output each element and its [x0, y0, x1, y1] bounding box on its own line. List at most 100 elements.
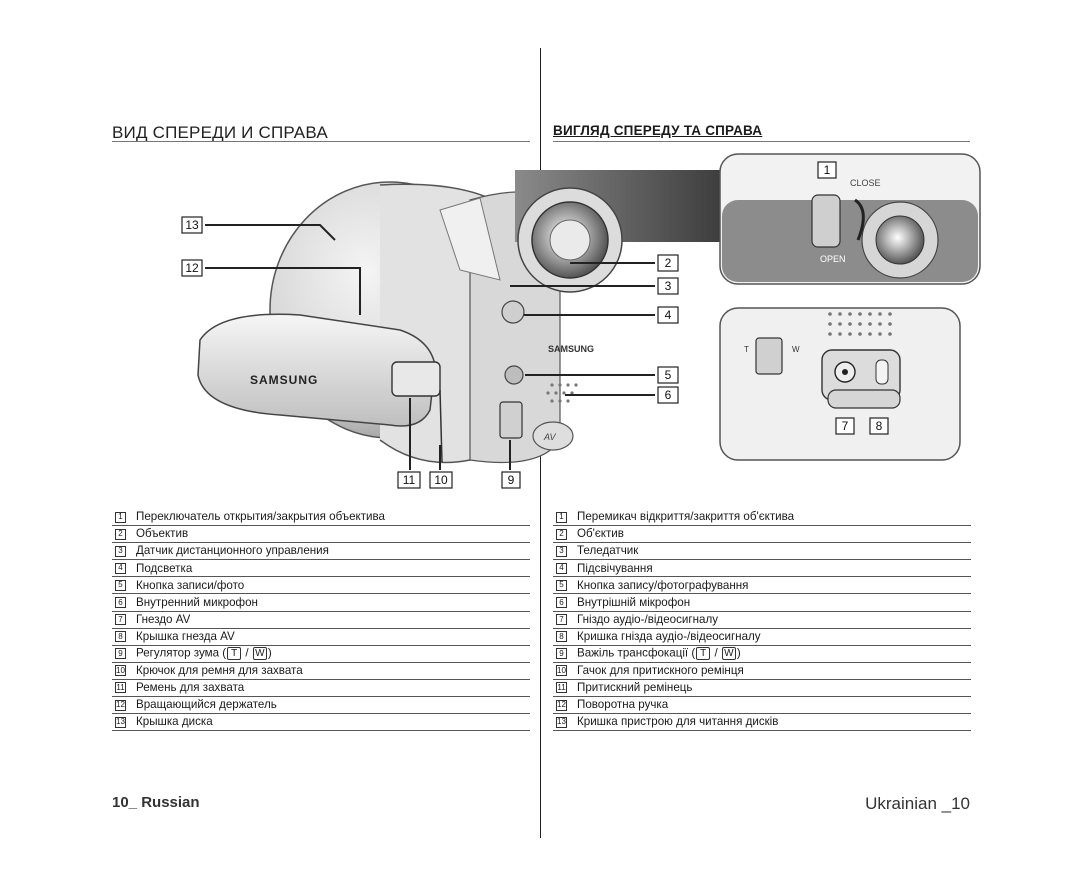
legend-text: Внутрішній мікрофон	[577, 596, 690, 609]
callout-8: 8	[869, 417, 889, 435]
legend-number-badge: 4	[556, 562, 567, 574]
svg-text:4: 4	[665, 308, 672, 322]
camcorder-illustration: SAMSUNG AV SAMSUNG CLOSE OP	[181, 153, 981, 489]
legend-number-badge: 2	[556, 528, 567, 540]
legend-text: Підсвічування	[577, 561, 653, 575]
legend-text-main: Гнездо AV	[136, 612, 191, 626]
title-underline-ukrainian	[553, 141, 970, 142]
legend-separator: /	[242, 646, 252, 660]
legend-text: Кнопка запису/фотографування	[577, 578, 749, 592]
title-underline-russian	[112, 141, 530, 142]
legend-text-main: Гачок для притискного ремінця	[577, 664, 744, 678]
legend-text-main: Притискний ремінець	[577, 681, 693, 695]
legend-number-badge: 1	[115, 511, 126, 523]
legend-number-badge: 9	[556, 648, 567, 660]
legend-number-badge: 11	[556, 682, 567, 694]
legend-text-main: Датчик дистанционного управления	[136, 544, 329, 558]
legend-row: 5 Кнопка запису/фотографування	[553, 577, 971, 595]
legend-number-badge: 13	[556, 716, 567, 728]
legend-number-badge: 12	[115, 699, 126, 711]
svg-text:9: 9	[508, 473, 515, 487]
legend-text-main: Ремень для захвата	[136, 681, 245, 695]
legend-text-main: Регулятор зума (	[136, 646, 227, 660]
legend-text: Крышка гнезда AV	[136, 631, 235, 643]
svg-text:8: 8	[876, 419, 883, 433]
legend-text-main: Объектив	[136, 527, 189, 541]
callout-5: 5	[657, 366, 679, 384]
legend-russian: 1 Переключатель открытия/закрытия объекти…	[112, 509, 530, 732]
legend-text-tail: )	[267, 646, 272, 660]
inset-av-jack: T W	[719, 307, 961, 461]
legend-number-badge: 13	[115, 716, 126, 728]
legend-text-main: Переключатель открытия/закрытия объектив…	[136, 510, 385, 524]
legend-number-badge: 8	[115, 631, 126, 643]
legend-text: Притискний ремінець	[577, 682, 692, 694]
legend-text-main: Підсвічування	[577, 561, 653, 575]
legend-number-badge: 5	[115, 579, 126, 591]
legend-text: Кнопка записи/фото	[136, 578, 245, 592]
legend-text: Поворотна ручка	[577, 699, 668, 711]
legend-text-main: Кнопка запису/фотографування	[577, 578, 749, 592]
svg-text:2: 2	[665, 256, 672, 270]
inset-lens-cover: CLOSE OPEN	[719, 153, 981, 285]
legend-row: 8 Крышка гнезда AV	[112, 629, 530, 646]
strap-hook	[439, 389, 443, 463]
svg-text:12: 12	[185, 261, 199, 275]
callout-4: 4	[657, 306, 679, 324]
legend-text: Объектив	[136, 528, 188, 540]
legend-number-badge: 12	[556, 699, 567, 711]
legend-text: Перемикач відкриття/закриття об'єктива	[577, 511, 794, 523]
legend-number-badge: 7	[556, 614, 567, 626]
legend-text: Подсветка	[136, 561, 193, 575]
legend-text-main: Подсветка	[136, 561, 193, 575]
legend-row: 3 Датчик дистанционного управления	[112, 543, 530, 561]
legend-number-badge: 4	[115, 562, 126, 574]
hand-strap: SAMSUNG	[197, 313, 441, 427]
callout-13: 13	[181, 216, 203, 234]
legend-row: 1 Переключатель открытия/закрытия объекти…	[112, 509, 530, 527]
legend-number-badge: 1	[556, 511, 567, 523]
callout-10: 10	[429, 471, 453, 489]
legend-row: 4 Підсвічування	[553, 560, 971, 578]
legend-text-main: Кнопка записи/фото	[136, 578, 245, 592]
legend-text: Крышка диска	[136, 716, 213, 728]
legend-text: Датчик дистанционного управления	[136, 545, 329, 557]
legend-text: Вращающийся держатель	[136, 699, 277, 711]
legend-number-badge: 6	[115, 597, 126, 609]
lens-icon	[517, 187, 623, 293]
legend-row: 12 Вращающийся держатель	[112, 697, 530, 715]
section-title-russian: ВИД СПЕРЕДИ И СПРАВА	[112, 123, 328, 142]
legend-number-badge: 3	[556, 545, 567, 557]
legend-text-main: Крышка диска	[136, 715, 213, 729]
legend-number-badge: 8	[556, 631, 567, 643]
legend-text: Регулятор зума (T / W)	[136, 646, 272, 661]
legend-number-badge: 3	[115, 545, 126, 557]
legend-text: Крючок для ремня для захвата	[136, 665, 303, 677]
legend-text: Ремень для захвата	[136, 682, 244, 694]
legend-text-main: Гніздо аудіо-/відеосигналу	[577, 612, 719, 626]
inset-close-label: CLOSE	[850, 178, 881, 188]
legend-number-badge: 6	[556, 597, 567, 609]
legend-text: Кришка гнізда аудіо-/відеосигналу	[577, 631, 761, 643]
svg-text:3: 3	[665, 279, 672, 293]
svg-text:13: 13	[185, 218, 199, 232]
legend-number-badge: 10	[115, 665, 126, 677]
legend-row: 6 Внутрішній мікрофон	[553, 594, 971, 612]
av-label: AV	[543, 432, 557, 442]
svg-text:10: 10	[434, 473, 448, 487]
zoom-w-key-icon: W	[721, 647, 736, 661]
legend-number-badge: 5	[556, 579, 567, 591]
legend-row: 12 Поворотна ручка	[553, 697, 971, 715]
legend-separator: /	[711, 646, 721, 660]
legend-number-badge: 9	[115, 648, 126, 660]
callout-7: 7	[835, 417, 855, 435]
legend-text-main: Кришка гнізда аудіо-/відеосигналу	[577, 629, 761, 643]
record-button-icon	[504, 365, 524, 385]
inset-w-label: W	[792, 345, 800, 354]
inset-t-label: T	[744, 345, 749, 354]
